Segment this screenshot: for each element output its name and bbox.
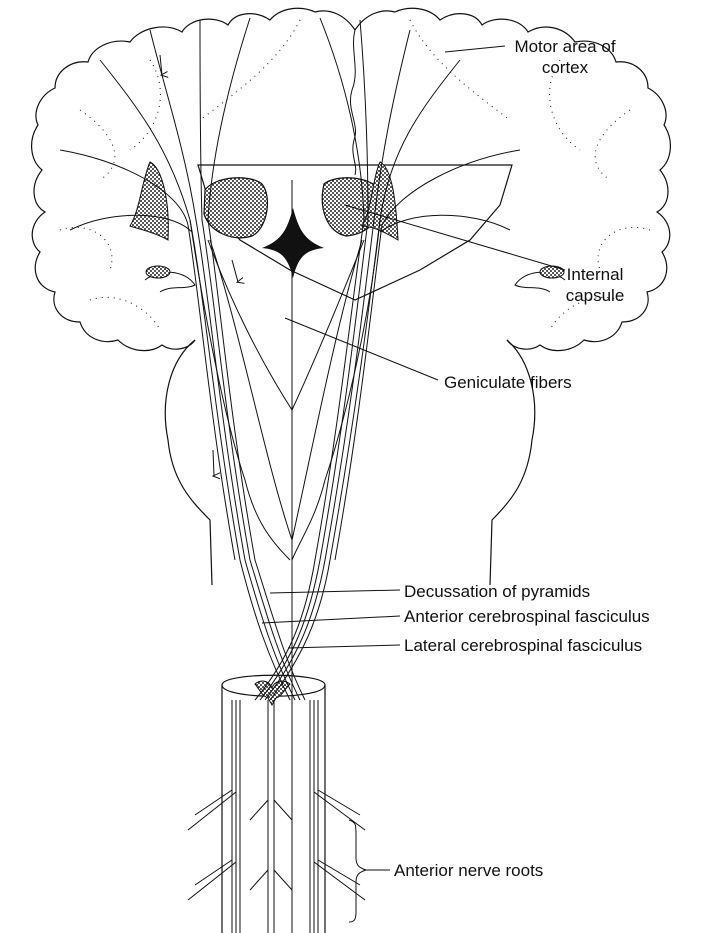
- label-anterior-roots: Anterior nerve roots: [394, 860, 543, 881]
- fibers-left: [60, 18, 305, 700]
- label-geniculate-fibers: Geniculate fibers: [444, 372, 572, 393]
- leader-anterior: [262, 616, 400, 623]
- label-internal-capsule-line2: capsule: [555, 285, 635, 306]
- label-anterior-fasciculus: Anterior cerebrospinal fasciculus: [404, 606, 650, 627]
- label-lateral-fasciculus: Lateral cerebrospinal fasciculus: [404, 635, 642, 656]
- label-motor-area: Motor area of cortex: [500, 36, 630, 78]
- label-internal-capsule-line1: Internal: [555, 264, 635, 285]
- hippocampus-left: [146, 266, 170, 278]
- label-motor-area-line2: cortex: [500, 57, 630, 78]
- midline-fissure: [350, 30, 355, 175]
- label-motor-area-line1: Motor area of: [500, 36, 630, 57]
- leader-decussation: [270, 590, 400, 593]
- label-decussation: Decussation of pyramids: [404, 581, 590, 602]
- third-ventricle: [262, 208, 324, 278]
- leader-motor-area: [445, 46, 505, 52]
- sulci-left: [60, 20, 300, 330]
- bracket-nerve-roots: [349, 820, 366, 922]
- arrow-capsule: [232, 260, 238, 282]
- label-internal-capsule: Internal capsule: [555, 264, 635, 306]
- leader-geniculate: [285, 318, 438, 380]
- leader-lateral: [288, 645, 400, 648]
- arrow-brainstem: [213, 450, 214, 476]
- cerebrum-left-outline: [32, 8, 355, 350]
- cord-fibers: [188, 700, 365, 933]
- thalamus-left: [204, 178, 267, 238]
